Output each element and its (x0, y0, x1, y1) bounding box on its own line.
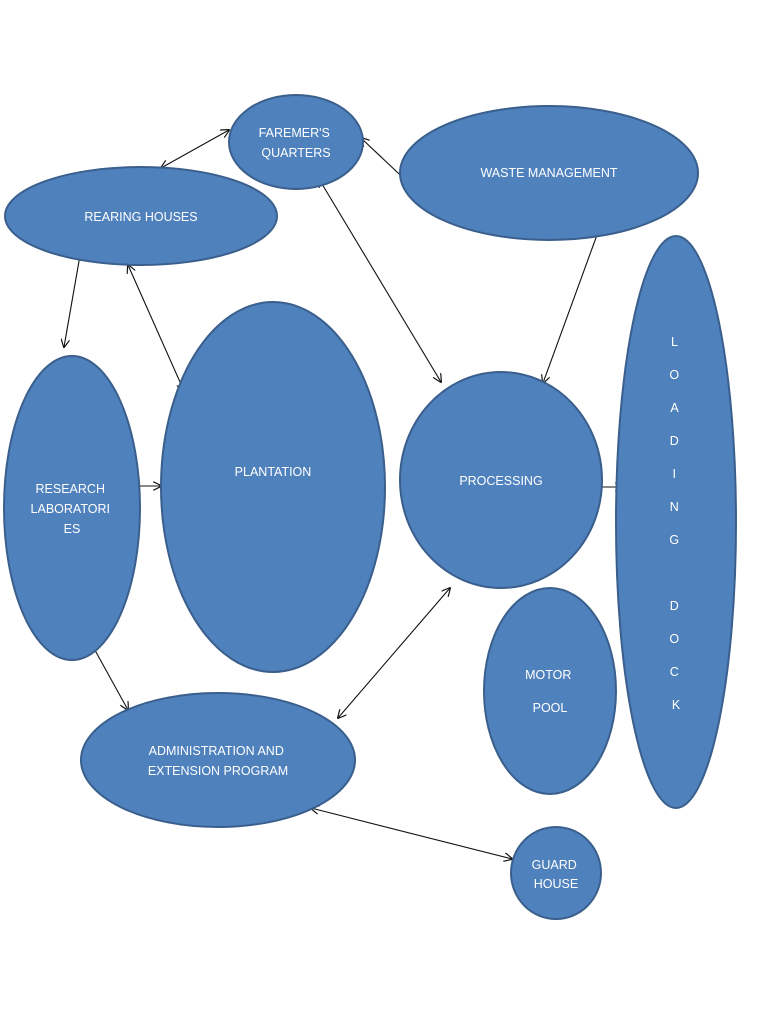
connector-waste-processing (543, 224, 601, 383)
node-loading-dock-label: L O A D I N G D O C K (669, 335, 682, 712)
connector-administration-processing (338, 588, 450, 718)
node-research-laboratories-label: RESEARCH LABORATORI ES (31, 482, 114, 536)
node-processing-label: PROCESSING (459, 474, 542, 488)
connector-rearing-plantation (128, 265, 184, 391)
node-waste-management-label: WASTE MANAGEMENT (480, 166, 617, 180)
node-administration-label: ADMINISTRATION AND EXTENSION PROGRAM (148, 744, 288, 778)
node-plantation-label: PLANTATION (235, 465, 312, 479)
node-processing[interactable]: PROCESSING (399, 371, 603, 589)
node-guard-house[interactable]: GUARD HOUSE (510, 826, 602, 920)
node-motor-pool-label: MOTOR POOL (525, 668, 575, 715)
node-research-laboratories[interactable]: RESEARCH LABORATORI ES (3, 355, 141, 661)
connector-farmers-processing (319, 179, 441, 382)
connector-administration-guard (311, 808, 512, 859)
node-guard-house-label: GUARD HOUSE (532, 858, 581, 891)
node-waste-management[interactable]: WASTE MANAGEMENT (399, 105, 699, 241)
node-loading-dock[interactable]: L O A D I N G D O C K (615, 235, 737, 809)
node-administration[interactable]: ADMINISTRATION AND EXTENSION PROGRAM (80, 692, 356, 828)
node-rearing-houses-label: REARING HOUSES (84, 210, 197, 224)
connector-rearing-research (64, 244, 82, 347)
connector-research-administration (91, 643, 128, 710)
node-plantation[interactable]: PLANTATION (160, 301, 386, 673)
node-rearing-houses[interactable]: REARING HOUSES (4, 166, 278, 266)
node-farmers-quarters-label: FAREMER'S QUARTERS (259, 126, 334, 160)
connector-rearing-farmers (161, 130, 229, 168)
node-motor-pool[interactable]: MOTOR POOL (483, 587, 617, 795)
node-farmers-quarters[interactable]: FAREMER'S QUARTERS (228, 94, 364, 190)
connectors (64, 130, 623, 859)
